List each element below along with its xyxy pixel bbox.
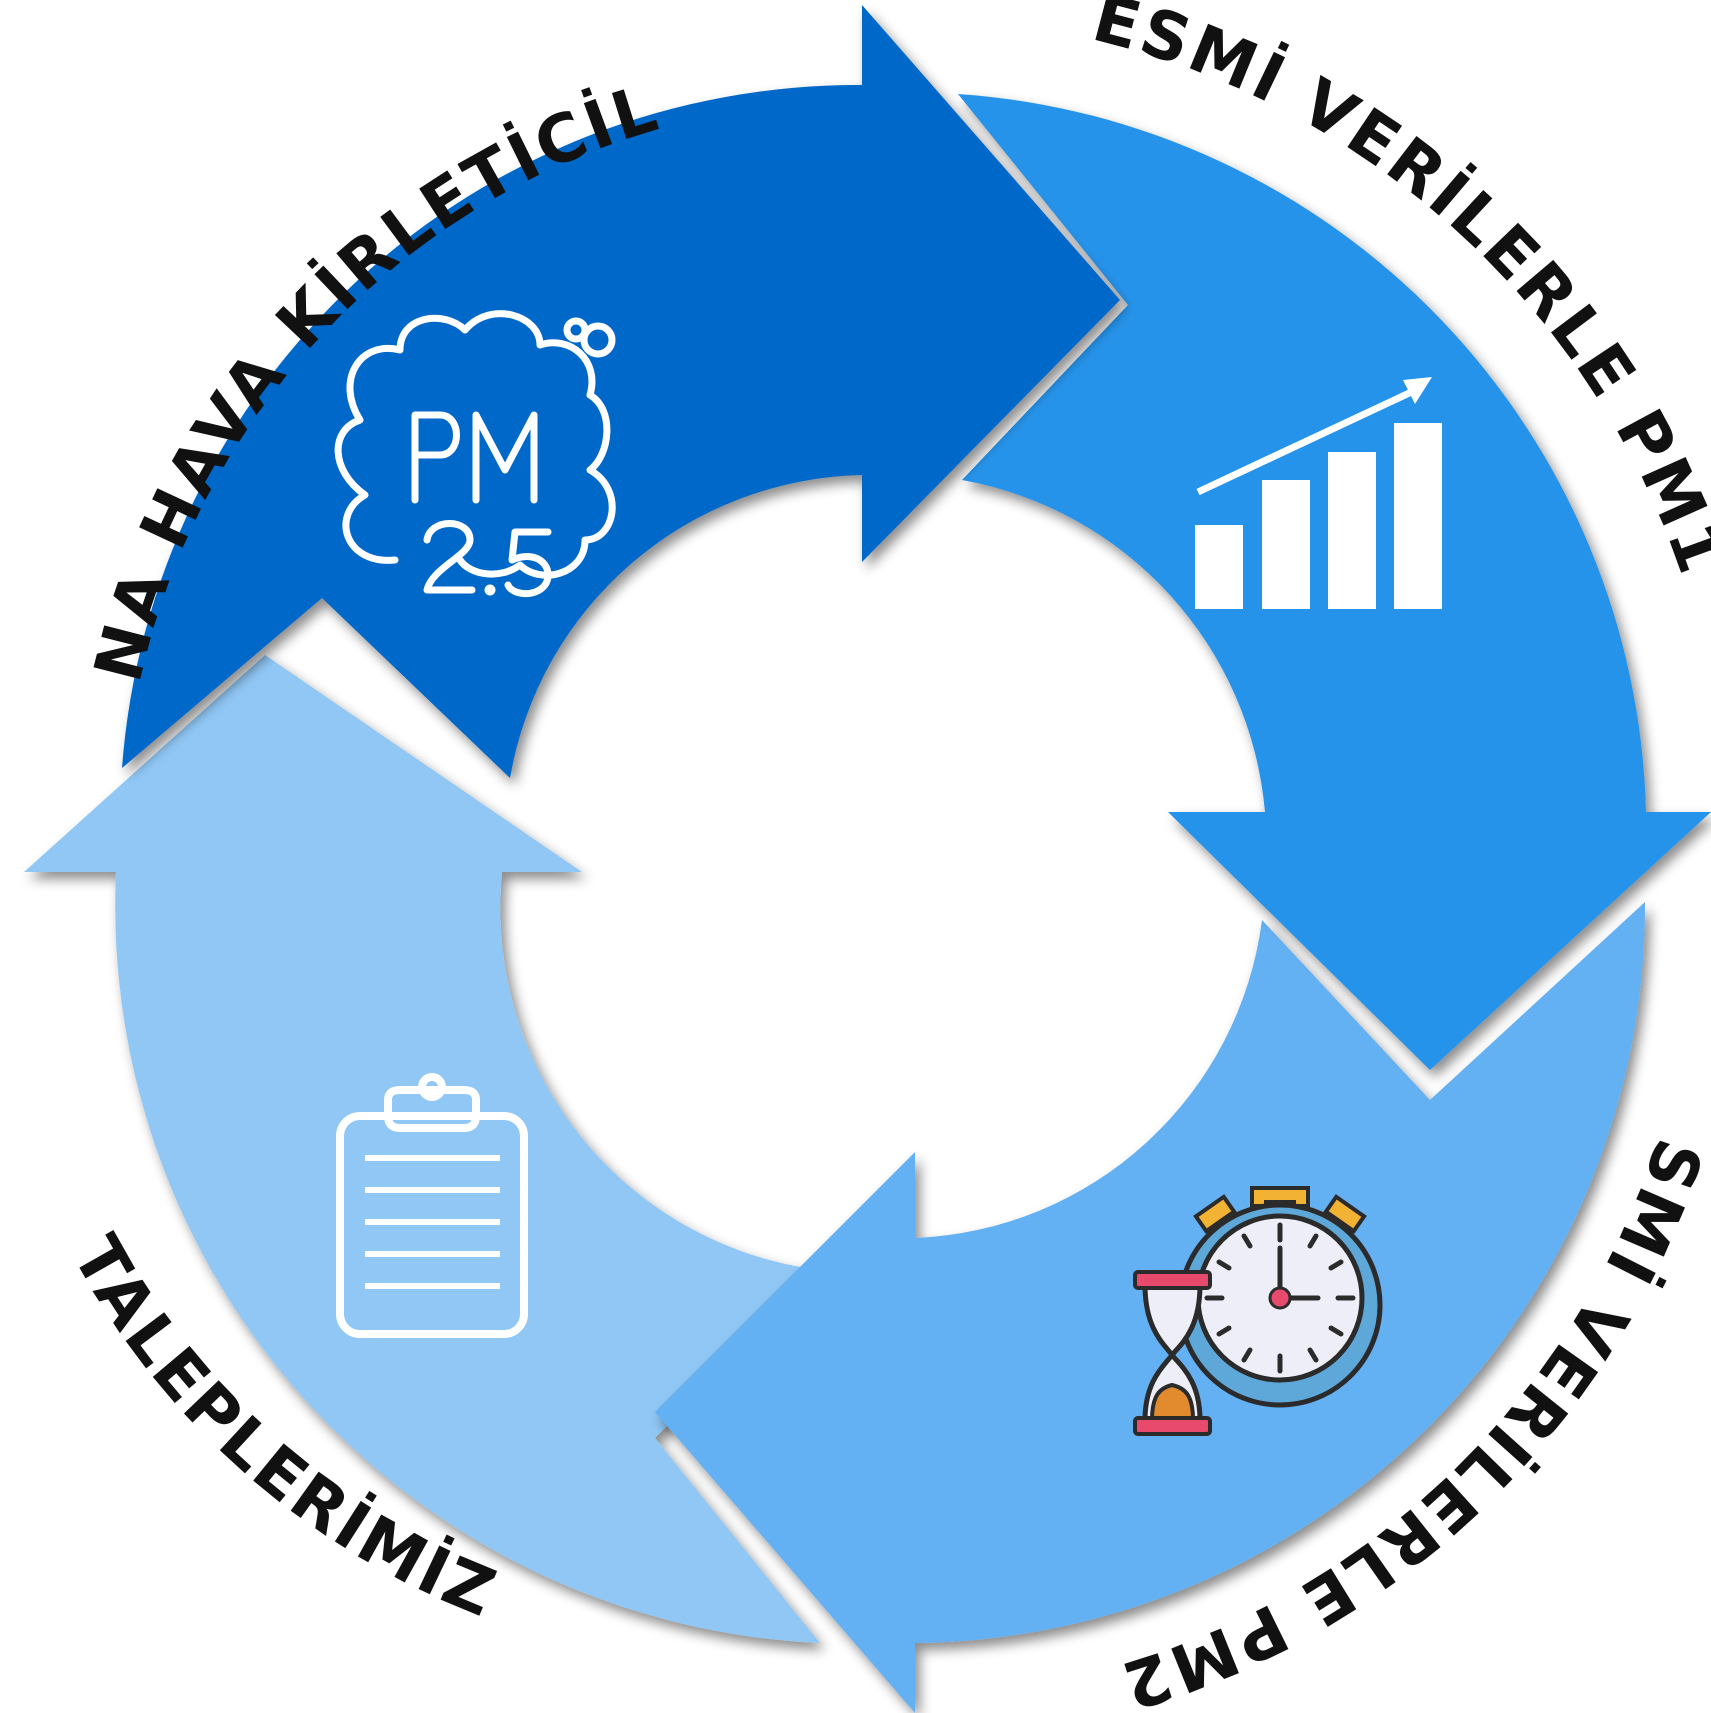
bar-chart-growth-icon <box>1195 377 1442 609</box>
stopwatch-hourglass-icon <box>1133 1186 1383 1436</box>
clipboard-icon <box>336 1073 528 1338</box>
arrow-segment-bottom-left <box>24 655 820 1643</box>
arrow-segment-top-left <box>122 5 1120 778</box>
pm25-cloud-icon <box>334 310 616 598</box>
